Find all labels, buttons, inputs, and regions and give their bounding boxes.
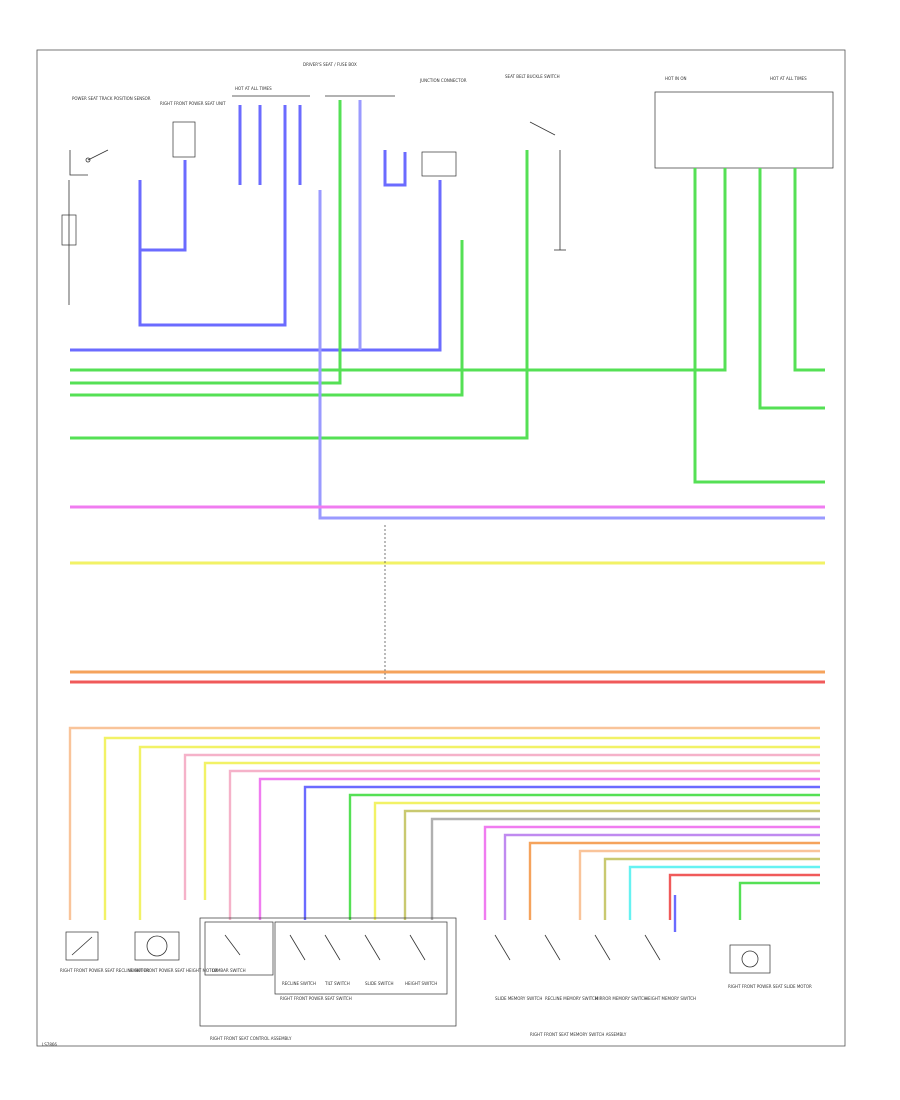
b2-label: RIGHT FRONT POWER SEAT HEIGHT MOTOR [130,968,218,973]
position-sensor-component: POWER SEAT TRACK POSITION SENSOR [61,96,151,305]
b7-label: HEIGHT SWITCH [405,981,437,986]
b12-label: RIGHT FRONT POWER SEAT SLIDE MOTOR [728,984,812,989]
fuse-box-component: HOT IN ON HOT AT ALL TIMES [654,76,834,169]
power-seat-unit-component: RIGHT FRONT POWER SEAT UNIT [160,101,226,158]
c8-label: HOT AT ALL TIMES [770,76,807,81]
seat-belt-switch-component: SEAT BELT BUCKLE SWITCH [505,74,566,251]
junction-connector-component: JUNCTION CONNECTOR [419,78,467,177]
c3-label: HOT AT ALL TIMES [235,86,272,91]
c2-label: RIGHT FRONT POWER SEAT UNIT [160,101,226,106]
c5-label: JUNCTION CONNECTOR [419,78,467,83]
b10-label: MIRROR MEMORY SWITCH [595,996,647,1001]
top-wires [70,100,825,520]
b9-label: RECLINE MEMORY SWITCH [545,996,598,1001]
c1-label: POWER SEAT TRACK POSITION SENSOR [72,96,151,101]
b11-label: HEIGHT MEMORY SWITCH [645,996,696,1001]
b4-label: RECLINE SWITCH [282,981,316,986]
c6-label: SEAT BELT BUCKLE SWITCH [505,74,560,79]
b3-label: LUMBAR SWITCH [212,968,246,973]
c4-label: DRIVER'S SEAT / FUSE BOX [303,62,357,67]
b6-label: SLIDE SWITCH [365,981,394,986]
b8-label: SLIDE MEMORY SWITCH [495,996,542,1001]
assembly-left-label: RIGHT FRONT SEAT CONTROL ASSEMBLY [210,1036,292,1041]
c7-label: HOT IN ON [665,76,686,81]
b1-label: RIGHT FRONT POWER SEAT RECLINE MOTOR [60,968,150,973]
assembly-right-label: RIGHT FRONT SEAT MEMORY SWITCH ASSEMBLY [530,1032,627,1037]
diagram-frame [36,49,846,1047]
bottom-components: RIGHT FRONT POWER SEAT RECLINE MOTOR RIG… [60,917,812,1041]
seat-switch-group-label: RIGHT FRONT POWER SEAT SWITCH [280,996,352,1001]
bottom-wires [68,726,820,932]
page-code: LS7866 [42,1042,57,1047]
b5-label: TILT SWITCH [324,981,350,986]
horizontal-bus [70,505,825,684]
